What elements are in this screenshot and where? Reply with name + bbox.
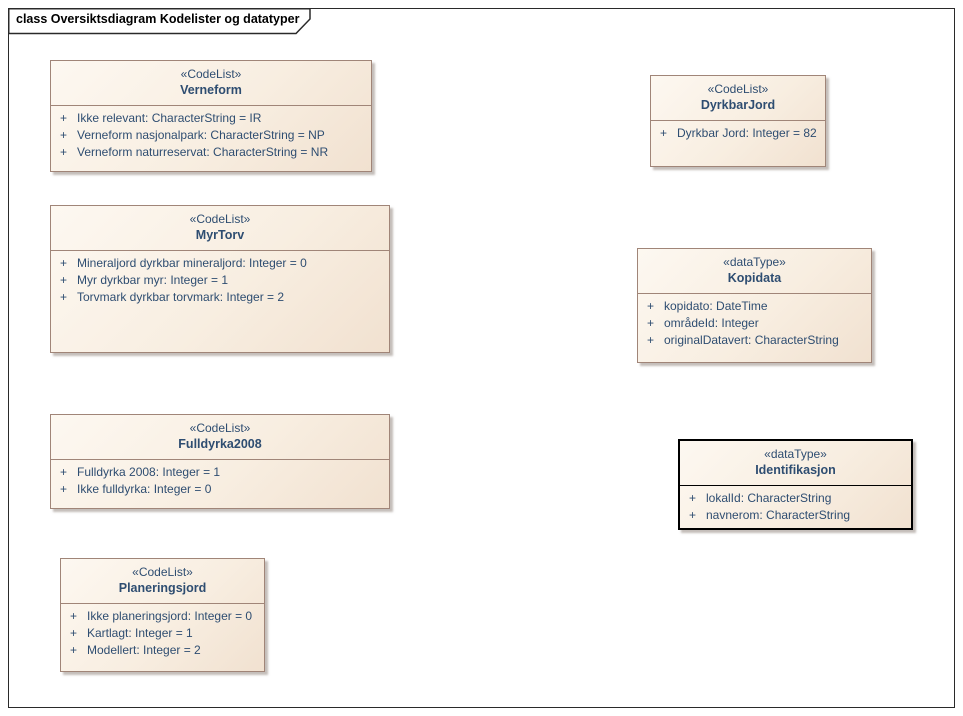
attribute-row: + Ikke planeringsjord: Integer = 0: [65, 608, 260, 625]
visibility-marker: +: [60, 465, 68, 479]
attribute-row: + Verneform nasjonalpark: CharacterStrin…: [55, 127, 367, 144]
attribute-text: Ikke planeringsjord: Integer = 0: [87, 609, 253, 623]
visibility-marker: +: [60, 273, 68, 287]
stereotype-label: «CodeList»: [189, 421, 251, 435]
visibility-marker: +: [60, 111, 68, 125]
attributes-compartment: + kopidato: DateTime + områdeId: Integer…: [638, 294, 871, 351]
class-box-planeringsjord[interactable]: «CodeList» Planeringsjord + Ikke planeri…: [60, 558, 265, 672]
visibility-marker: +: [60, 256, 68, 270]
class-header: «CodeList» Verneform: [51, 61, 371, 106]
attribute-text: navnerom: CharacterString: [706, 508, 851, 522]
attribute-text: Dyrkbar Jord: Integer = 82: [677, 126, 817, 140]
attribute-text: Verneform naturreservat: CharacterString…: [77, 145, 329, 159]
attribute-row: + originalDatavert: CharacterString: [642, 332, 867, 349]
stereotype-label: «CodeList»: [132, 565, 193, 579]
visibility-marker: +: [70, 626, 78, 640]
stereotype-label: «dataType»: [723, 255, 786, 269]
attributes-compartment: + Dyrkbar Jord: Integer = 82: [651, 121, 825, 144]
class-name: MyrTorv: [195, 228, 245, 242]
attribute-text: Fulldyrka 2008: Integer = 1: [77, 465, 221, 479]
attribute-row: + Dyrkbar Jord: Integer = 82: [655, 125, 821, 142]
attributes-compartment: + Mineraljord dyrkbar mineraljord: Integ…: [51, 251, 389, 308]
attribute-row: + Torvmark dyrkbar torvmark: Integer = 2: [55, 289, 385, 306]
class-box-fulldyrka2008[interactable]: «CodeList» Fulldyrka2008 + Fulldyrka 200…: [50, 414, 390, 509]
class-box-myrtorv[interactable]: «CodeList» MyrTorv + Mineraljord dyrkbar…: [50, 205, 390, 353]
attribute-row: + lokalId: CharacterString: [684, 490, 907, 507]
class-header: «CodeList» Fulldyrka2008: [51, 415, 389, 460]
class-name: Verneform: [180, 83, 242, 97]
stereotype-label: «CodeList»: [707, 82, 769, 96]
visibility-marker: +: [647, 299, 655, 313]
attribute-text: lokalId: CharacterString: [706, 491, 832, 505]
attribute-text: Ikke relevant: CharacterString = IR: [77, 111, 262, 125]
class-name: Identifikasjon: [755, 463, 836, 477]
visibility-marker: +: [647, 333, 655, 347]
attributes-compartment: + Ikke planeringsjord: Integer = 0 + Kar…: [61, 604, 264, 661]
attribute-text: Verneform nasjonalpark: CharacterString …: [77, 128, 325, 142]
attribute-text: Torvmark dyrkbar torvmark: Integer = 2: [77, 290, 285, 304]
visibility-marker: +: [70, 643, 78, 657]
class-header: «CodeList» DyrkbarJord: [651, 76, 825, 121]
attribute-text: Ikke fulldyrka: Integer = 0: [77, 482, 212, 496]
class-header: «CodeList» MyrTorv: [51, 206, 389, 251]
class-header: «CodeList» Planeringsjord: [61, 559, 264, 604]
visibility-marker: +: [60, 290, 68, 304]
class-name: Planeringsjord: [118, 581, 207, 595]
visibility-marker: +: [647, 316, 655, 330]
attribute-row: + Myr dyrkbar myr: Integer = 1: [55, 272, 385, 289]
attribute-row: + kopidato: DateTime: [642, 298, 867, 315]
attributes-compartment: + lokalId: CharacterString + navnerom: C…: [680, 486, 911, 526]
class-header: «dataType» Identifikasjon: [680, 441, 911, 486]
class-box-identifikasjon[interactable]: «dataType» Identifikasjon + lokalId: Cha…: [678, 439, 913, 530]
visibility-marker: +: [60, 128, 68, 142]
stereotype-label: «dataType»: [764, 447, 827, 461]
title-tab-shape: [8, 8, 311, 35]
class-box-verneform[interactable]: «CodeList» Verneform + Ikke relevant: Ch…: [50, 60, 372, 172]
attribute-row: + områdeId: Integer: [642, 315, 867, 332]
class-box-kopidata[interactable]: «dataType» Kopidata + kopidato: DateTime…: [637, 248, 872, 363]
attribute-text: Mineraljord dyrkbar mineraljord: Integer…: [77, 256, 307, 270]
class-name: Fulldyrka2008: [178, 437, 262, 451]
class-name: Kopidata: [727, 271, 782, 285]
attribute-text: Myr dyrkbar myr: Integer = 1: [77, 273, 229, 287]
attribute-row: + Modellert: Integer = 2: [65, 642, 260, 659]
attribute-text: områdeId: Integer: [664, 316, 759, 330]
stereotype-label: «CodeList»: [180, 67, 242, 81]
attributes-compartment: + Ikke relevant: CharacterString = IR + …: [51, 106, 371, 163]
attribute-row: + Mineraljord dyrkbar mineraljord: Integ…: [55, 255, 385, 272]
attribute-text: originalDatavert: CharacterString: [664, 333, 839, 347]
visibility-marker: +: [60, 482, 68, 496]
visibility-marker: +: [660, 126, 668, 140]
attributes-compartment: + Fulldyrka 2008: Integer = 1 + Ikke ful…: [51, 460, 389, 500]
visibility-marker: +: [70, 609, 78, 623]
class-header: «dataType» Kopidata: [638, 249, 871, 294]
class-name: DyrkbarJord: [700, 98, 776, 112]
attribute-row: + Ikke fulldyrka: Integer = 0: [55, 481, 385, 498]
attribute-row: + Verneform naturreservat: CharacterStri…: [55, 144, 367, 161]
class-box-dyrkbarjord[interactable]: «CodeList» DyrkbarJord + Dyrkbar Jord: I…: [650, 75, 826, 167]
attribute-text: Modellert: Integer = 2: [87, 643, 201, 657]
visibility-marker: +: [689, 491, 697, 505]
attribute-row: + Fulldyrka 2008: Integer = 1: [55, 464, 385, 481]
attribute-row: + navnerom: CharacterString: [684, 507, 907, 524]
diagram-title-tab: class Oversiktsdiagram Kodelister og dat…: [8, 8, 328, 35]
attribute-text: Kartlagt: Integer = 1: [87, 626, 193, 640]
diagram-title: class Oversiktsdiagram Kodelister og dat…: [16, 12, 300, 26]
attribute-row: + Kartlagt: Integer = 1: [65, 625, 260, 642]
stereotype-label: «CodeList»: [189, 212, 251, 226]
attribute-row: + Ikke relevant: CharacterString = IR: [55, 110, 367, 127]
visibility-marker: +: [689, 508, 697, 522]
attribute-text: kopidato: DateTime: [664, 299, 768, 313]
visibility-marker: +: [60, 145, 68, 159]
